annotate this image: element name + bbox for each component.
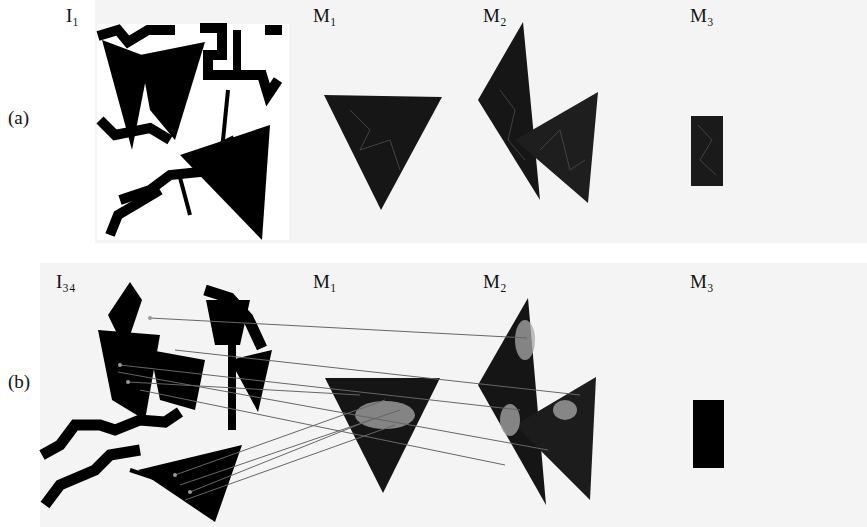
model-label: M₃ [690,6,714,25]
model-label: M₁ [313,272,337,291]
model-label: M₃ [690,272,714,291]
panel-label: (b) [8,372,30,391]
panel-label: (a) [8,108,29,127]
model-label: M₂ [483,6,507,25]
image-label: I₃₄ [56,272,76,291]
model-label: M₂ [483,272,507,291]
image-label: I₁ [66,6,79,25]
model-label: M₁ [313,6,337,25]
